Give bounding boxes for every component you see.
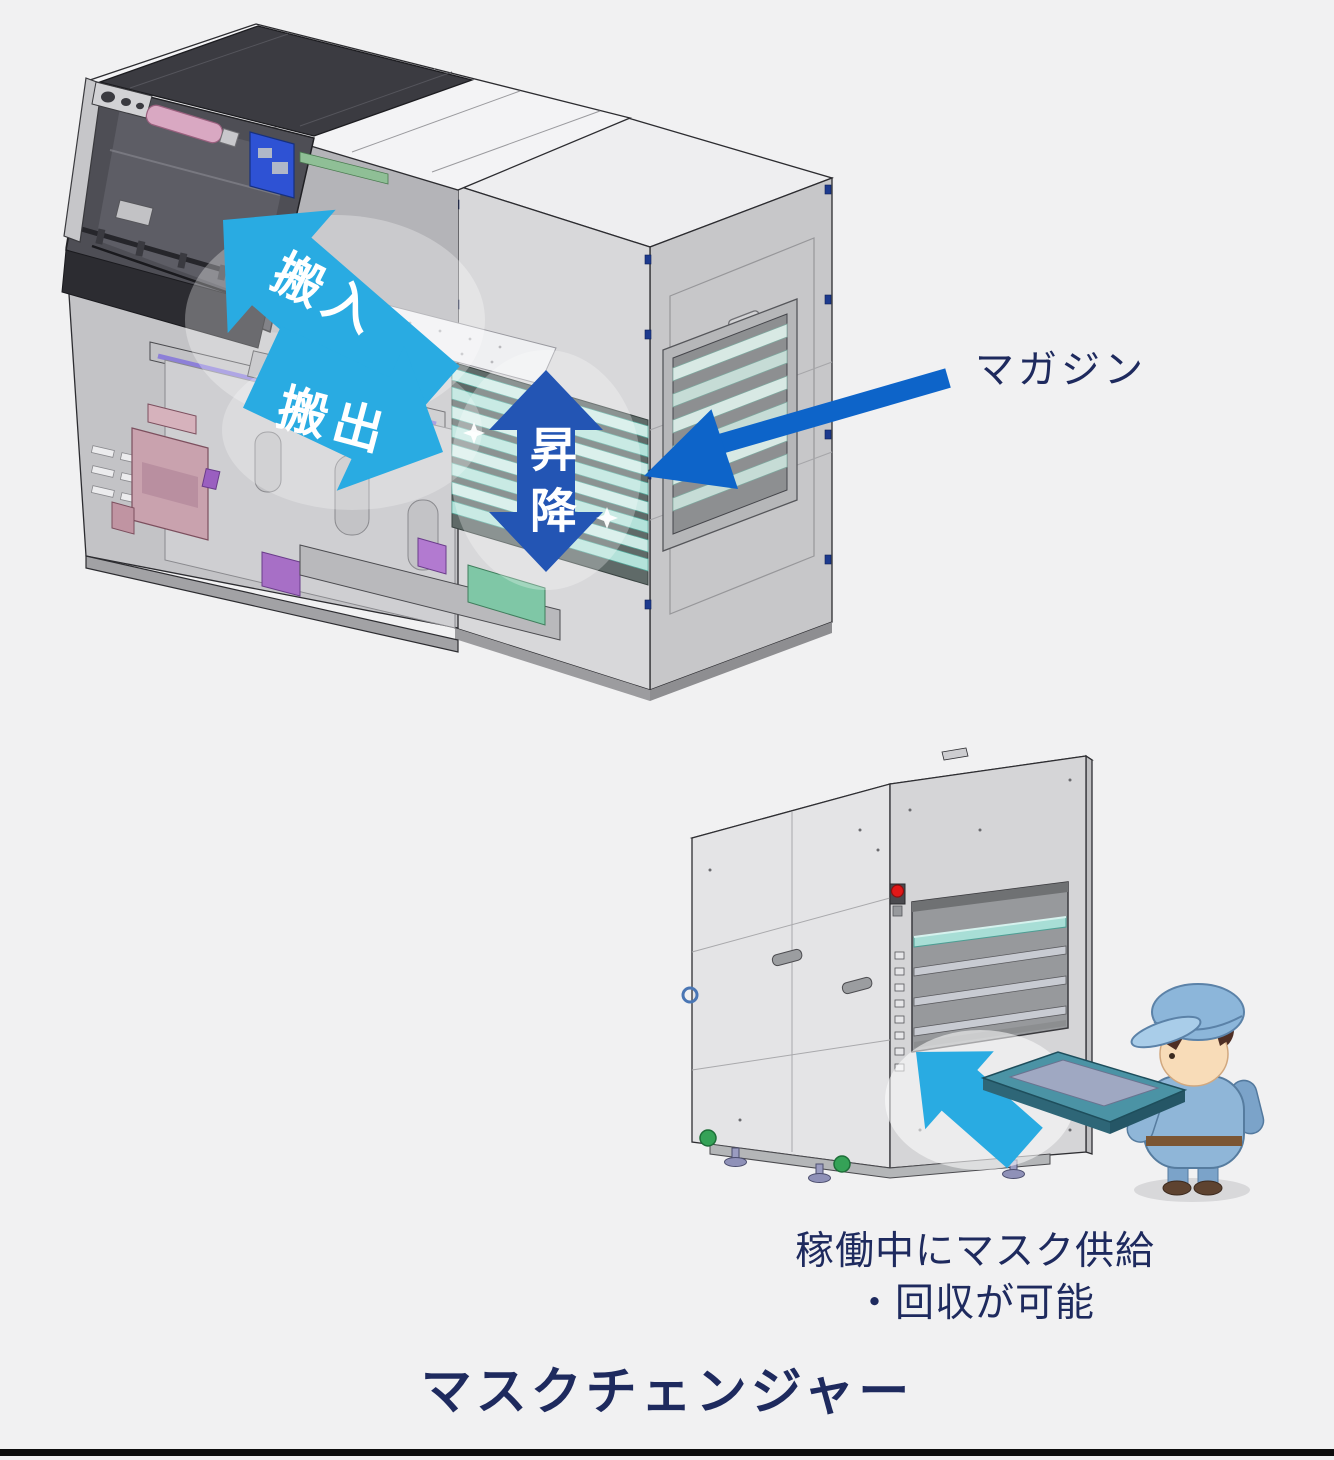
worker-character (1126, 983, 1265, 1202)
pink-cylinder (145, 104, 240, 148)
bottom-divider (0, 1449, 1334, 1456)
pcb-strip (299, 151, 389, 185)
caption-line-1: 稼働中にマスク供給 (794, 1229, 1155, 1274)
shelf-opening (911, 881, 1069, 1053)
cap-brim (1130, 1015, 1202, 1049)
emergency-stop-button (889, 883, 906, 917)
transformer-block (111, 403, 209, 541)
caster (699, 1129, 851, 1173)
caption-line-2: ・回収が可能 (854, 1281, 1095, 1326)
magazine-label: マガジン (975, 348, 1148, 393)
carry-out-arrow (243, 326, 443, 491)
page-title: マスクチェンジャー (420, 1363, 914, 1422)
base-edge (85, 555, 459, 653)
panel-handles (771, 948, 873, 995)
hood-frame (63, 77, 153, 243)
sparkle-icon (463, 422, 618, 529)
magazine-pointer-arrow (644, 368, 951, 489)
cutaway-machine-illustration (61, 23, 951, 701)
leveling-foot (724, 1147, 1025, 1183)
mask-tray (980, 1051, 1188, 1134)
port-ring (681, 986, 699, 1004)
purple-components (201, 468, 447, 597)
insert-arrow (916, 1051, 1043, 1169)
rear-machine-illustration (681, 747, 1265, 1202)
rear-figure (680, 740, 1290, 1220)
lift-arrow (489, 370, 603, 572)
under-magazine (299, 544, 561, 641)
eye (1169, 1053, 1175, 1059)
caption: 稼働中にマスク供給 ・回収が可能 (705, 1226, 1245, 1330)
cutaway-figure: 搬入 搬出 昇降 マガジン (61, 23, 1148, 701)
machine-base (699, 1129, 1051, 1183)
blue-bracket (249, 131, 295, 199)
dark-canopy (97, 25, 475, 137)
